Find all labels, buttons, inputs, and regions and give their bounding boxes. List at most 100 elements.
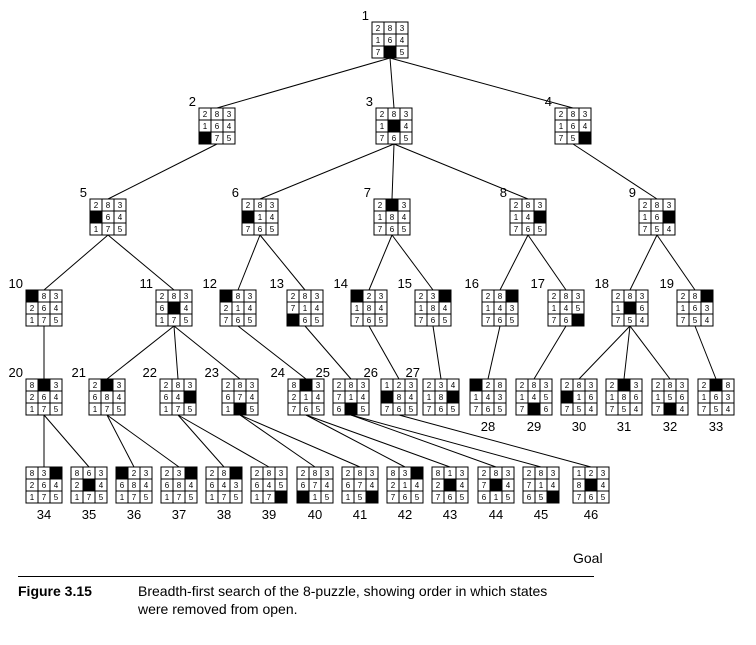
tile-digit: 6 (304, 405, 309, 414)
blank-tile (617, 378, 631, 392)
tile (49, 313, 63, 327)
tile-digit: 8 (668, 381, 673, 390)
tree-edge-6-13 (259, 234, 306, 291)
tile-digit: 4 (325, 481, 330, 490)
blank-tile (344, 402, 358, 416)
tile-digit: 7 (681, 316, 686, 325)
tile-digit: 3 (510, 304, 515, 313)
blank-tile (571, 313, 585, 327)
tile-digit: 4 (379, 304, 384, 313)
tree-edge-5-10 (43, 234, 109, 291)
tile-digit: 4 (117, 393, 122, 402)
tile-digit: 7 (577, 493, 582, 502)
tree-edge-14-26 (368, 325, 400, 380)
tile (245, 402, 259, 416)
blank-tile (410, 466, 424, 480)
tree-edges (43, 57, 717, 468)
tile-digit: 3 (402, 201, 407, 210)
tree-edge-23-40 (239, 414, 316, 468)
tile-digit: 2 (164, 381, 169, 390)
tile-digit: 1 (494, 493, 499, 502)
blank-tile (560, 390, 574, 404)
tile-digit: 1 (486, 304, 491, 313)
tile-digit: 4 (250, 393, 255, 402)
tile-digit: 6 (564, 316, 569, 325)
tile-digit: 4 (54, 304, 59, 313)
tree-edge-13-25 (304, 325, 352, 380)
tile-digit: 5 (279, 481, 284, 490)
tile-digit: 1 (304, 393, 309, 402)
tile-digit: 7 (520, 405, 525, 414)
tile-digit: 3 (506, 469, 511, 478)
node-number-label: 13 (270, 276, 284, 291)
blank-tile (219, 289, 233, 303)
node-number-label: 23 (205, 365, 219, 380)
tile-digit: 3 (583, 110, 588, 119)
tile-digit: 8 (303, 292, 308, 301)
tree-edge-4-9 (572, 143, 658, 200)
tile-digit: 3 (184, 292, 189, 301)
tile-digit: 5 (99, 493, 104, 502)
tile-digit: 7 (246, 225, 251, 234)
tile-digit: 1 (164, 405, 169, 414)
tile-digit: 7 (132, 493, 137, 502)
node-number-label: 43 (443, 507, 457, 522)
node-number-label: 44 (489, 507, 503, 522)
blank-tile (623, 301, 637, 315)
node-number-label: 21 (72, 365, 86, 380)
tile-digit: 3 (551, 469, 556, 478)
tile-digit: 8 (358, 469, 363, 478)
tree-edge-11-22 (173, 325, 179, 380)
tile-digit: 7 (313, 481, 318, 490)
tile-digit: 1 (656, 393, 661, 402)
tile-digit: 4 (506, 481, 511, 490)
tile-digit: 8 (436, 469, 441, 478)
blank-tile (385, 198, 399, 212)
tile-digit: 3 (726, 393, 731, 402)
tile-digit: 6 (640, 304, 645, 313)
node-number-label: 27 (406, 365, 420, 380)
tile-digit: 4 (640, 316, 645, 325)
tile-digit: 4 (551, 481, 556, 490)
tile-digit: 7 (42, 316, 47, 325)
tile-digit: 5 (118, 225, 123, 234)
tile-digit: 4 (564, 304, 569, 313)
tile-digit: 1 (376, 36, 381, 45)
tile-digit: 3 (270, 201, 275, 210)
tile (404, 402, 418, 416)
tile-digit: 6 (226, 393, 231, 402)
tile-digit: 4 (267, 481, 272, 490)
tile-digit: 5 (544, 393, 549, 402)
tile-digit: 8 (215, 110, 220, 119)
node-number-label: 12 (203, 276, 217, 291)
tile-digit: 1 (226, 405, 231, 414)
tile-digit: 5 (325, 493, 330, 502)
node-number-label: 26 (364, 365, 378, 380)
tile-digit: 1 (378, 213, 383, 222)
tile-digit: 6 (693, 304, 698, 313)
tree-edge-17-29 (533, 325, 567, 380)
tile (265, 222, 279, 236)
tile-digit: 1 (702, 393, 707, 402)
tile-digit: 8 (571, 110, 576, 119)
blank-tile (198, 131, 212, 145)
tile (662, 222, 676, 236)
tile-digit: 6 (367, 316, 372, 325)
tile-digit: 2 (552, 292, 557, 301)
tile-digit: 2 (559, 110, 564, 119)
tile-digit: 1 (203, 122, 208, 131)
tile-digit: 2 (255, 469, 260, 478)
tile-digit: 2 (30, 393, 35, 402)
tile-digit: 5 (628, 316, 633, 325)
tile-digit: 8 (30, 381, 35, 390)
tile-digit: 2 (486, 381, 491, 390)
tile-digit: 2 (203, 110, 208, 119)
tile-digit: 4 (532, 393, 537, 402)
